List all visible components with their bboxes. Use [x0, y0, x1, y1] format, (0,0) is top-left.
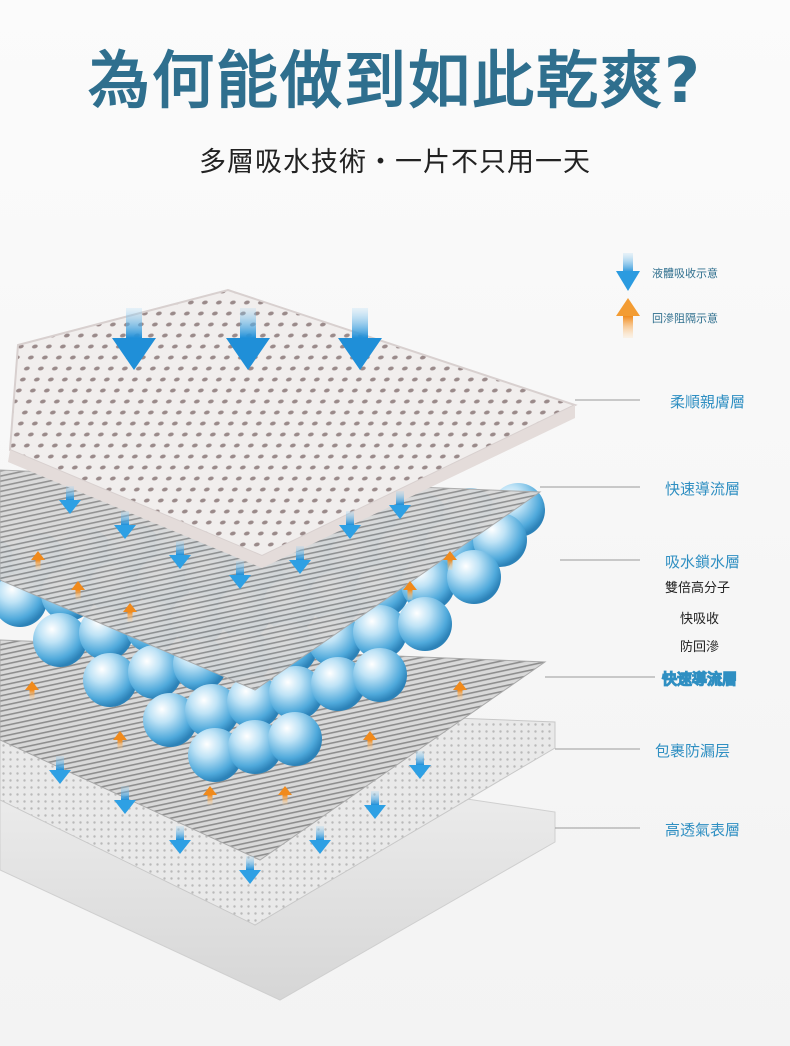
polymer-bead [311, 657, 365, 711]
polymer-bead [353, 648, 407, 702]
legend-absorb-label: 液體吸收示意 [652, 267, 718, 280]
polymer-bead [228, 720, 282, 774]
legend-block: 回滲阻隔示意 [614, 296, 718, 340]
label-leak-proof: 包裹防漏层 [655, 742, 731, 760]
legend-block-label: 回滲阻隔示意 [652, 312, 718, 325]
label-fast-absorb: 快吸收 [680, 612, 720, 627]
polymer-bead [269, 666, 323, 720]
leader-lines [540, 399, 655, 829]
down-arrow-icon [616, 253, 640, 291]
label-fast-flow-1: 快速導流層 [665, 480, 741, 498]
polymer-bead [447, 550, 501, 604]
page-title: 為何能做到如此乾爽? [88, 44, 702, 117]
polymer-bead [227, 675, 281, 729]
page-subtitle: 多層吸水技術・一片不只用一天 [199, 147, 591, 178]
polymer-bead [353, 605, 407, 659]
up-arrow-icon [616, 298, 640, 338]
label-soft-top: 柔順親膚層 [670, 393, 746, 411]
label-absorb-lock: 吸水鎖水層 [665, 553, 741, 571]
polymer-bead [128, 645, 182, 699]
polymer-bead [188, 728, 242, 782]
polymer-bead [33, 613, 87, 667]
label-anti-backflow: 防回滲 [680, 640, 720, 655]
label-polymer-note: 雙倍高分子 [665, 581, 731, 596]
legend-absorb: 液體吸收示意 [614, 253, 718, 293]
polymer-bead [268, 712, 322, 766]
polymer-bead [185, 684, 239, 738]
label-breathable-bottom: 高透氣表層 [665, 821, 741, 839]
label-fast-flow-2: 快速導流層 [661, 670, 738, 689]
polymer-bead [143, 693, 197, 747]
polymer-bead [83, 653, 137, 707]
polymer-bead [398, 597, 452, 651]
